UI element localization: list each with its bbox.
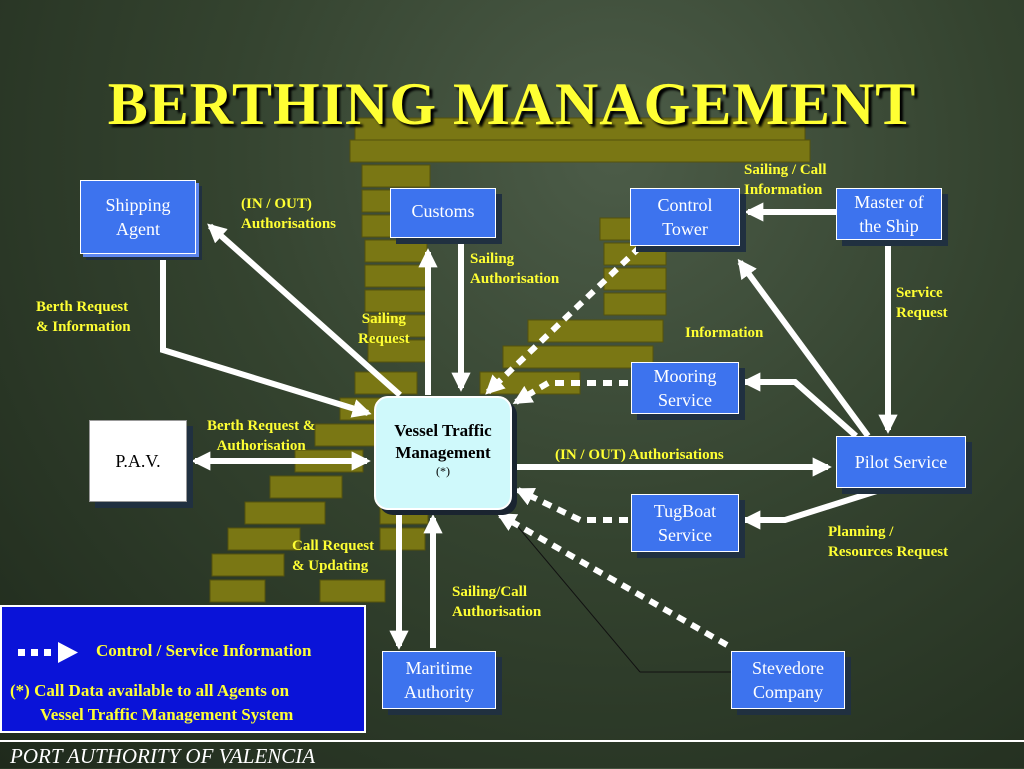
node-mooring-service: Mooring Service: [631, 362, 739, 414]
arrow-shipping-agent-to-vtm: [160, 258, 372, 418]
arrow-pilot-to-mooring: [741, 372, 858, 439]
node-master-of-ship-line2: the Ship: [859, 216, 919, 236]
node-mooring-service-line2: Service: [658, 390, 712, 410]
node-shipping-agent-line1: Shipping: [105, 195, 171, 215]
node-vtm-line2: Management: [395, 443, 491, 462]
label-information: Information: [685, 325, 764, 341]
node-stevedore-company: Stevedore Company: [731, 651, 845, 709]
node-shipping-agent-line2: Agent: [116, 219, 160, 239]
node-maritime-authority-line2: Authority: [404, 682, 474, 702]
dotted-arrow-legend-icon: [18, 642, 78, 663]
node-control-tower-line2: Tower: [662, 219, 708, 239]
node-control-tower-line1: Control: [657, 195, 713, 215]
node-mooring-service-line1: Mooring: [653, 366, 717, 386]
node-pav-label: P.A.V.: [115, 451, 161, 471]
node-pilot-service: Pilot Service: [836, 436, 966, 488]
node-maritime-authority-line1: Maritime: [405, 658, 473, 678]
legend-control-service-information: Control / Service Information: [96, 641, 312, 660]
node-master-of-ship: Master of the Ship: [836, 188, 942, 240]
footer-divider: [0, 740, 1024, 742]
dotted-arrow-stevedore-to-vtm: [496, 512, 729, 648]
label-call-request-updating: Call Request& Updating: [292, 538, 375, 574]
dotted-arrow-mooring-to-vtm: [512, 380, 628, 405]
node-tugboat-service-line1: TugBoat: [653, 501, 717, 521]
node-tugboat-service: TugBoat Service: [631, 494, 739, 552]
node-vessel-traffic-management: Vessel Traffic Management (*): [374, 396, 512, 510]
node-pilot-service-label: Pilot Service: [854, 452, 948, 472]
node-tugboat-service-line2: Service: [658, 525, 712, 545]
legend-box: Control / Service Information (*) Call D…: [0, 605, 366, 733]
arrow-vtm-to-shipping-agent: [207, 223, 402, 398]
node-customs: Customs: [390, 188, 496, 238]
node-control-tower: Control Tower: [630, 188, 740, 246]
node-stevedore-company-line2: Company: [753, 682, 823, 702]
label-berth-request-authorisation: Berth Request &Authorisation: [207, 418, 316, 454]
dotted-arrow-tugboat-to-vtm: [514, 487, 628, 523]
node-master-of-ship-line1: Master of: [854, 192, 924, 212]
label-berth-request-information: Berth Request& Information: [36, 299, 131, 335]
label-in-out-authorisations-top: (IN / OUT)Authorisations: [241, 196, 337, 232]
page-title: BERTHING MANAGEMENT: [107, 71, 917, 137]
footer-organization: PORT AUTHORITY OF VALENCIA: [10, 744, 316, 768]
node-vtm-note: (*): [436, 464, 450, 478]
legend-note: (*) Call Data available to all Agents on…: [10, 679, 293, 727]
node-vtm-line1: Vessel Traffic: [394, 421, 492, 440]
label-planning-resources-request: Planning /Resources Request: [828, 524, 949, 560]
node-stevedore-company-line1: Stevedore: [752, 658, 824, 678]
legend-note-line2: Vessel Traffic Management System: [40, 705, 294, 724]
node-pav: P.A.V.: [89, 420, 187, 502]
legend-note-line1: (*) Call Data available to all Agents on: [10, 681, 290, 700]
label-in-out-authorisations-mid: (IN / OUT) Authorisations: [555, 447, 724, 463]
arrow-pilot-to-control-tower: [737, 258, 871, 438]
node-customs-label: Customs: [411, 201, 475, 221]
arrow-pilot-to-tugboat: [741, 487, 881, 530]
dotted-arrow-control-tower-to-vtm: [485, 244, 643, 395]
node-maritime-authority: Maritime Authority: [382, 651, 496, 709]
node-shipping-agent: Shipping Agent: [80, 180, 196, 254]
